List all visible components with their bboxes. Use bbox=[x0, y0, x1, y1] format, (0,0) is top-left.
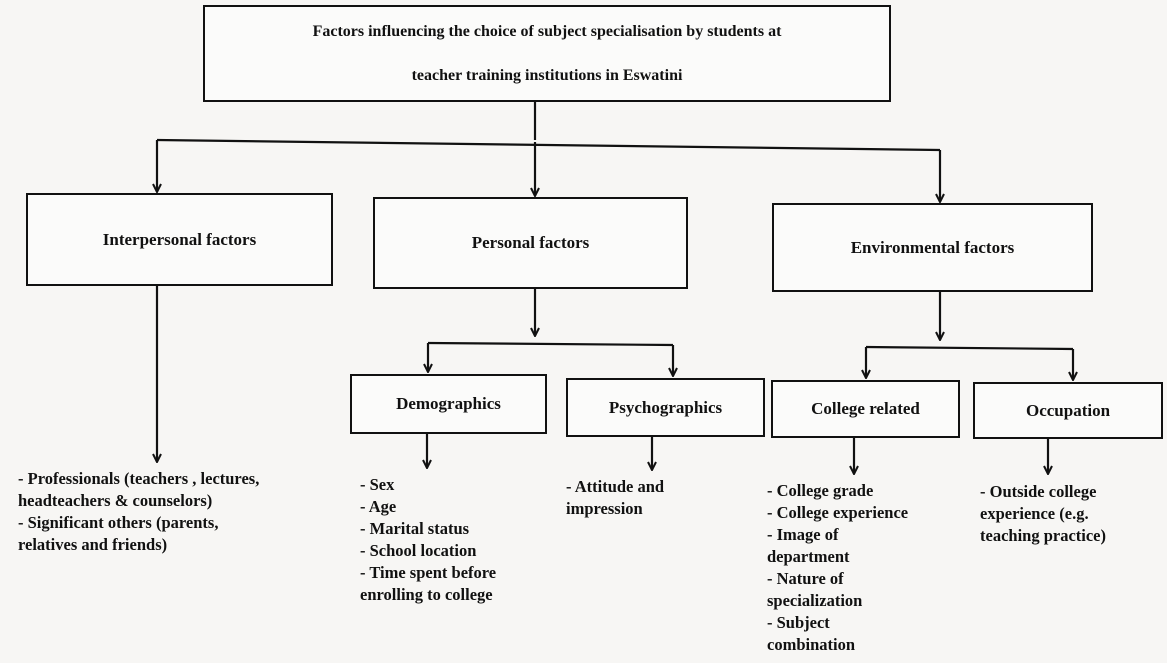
psychographics-label: Psychographics bbox=[608, 397, 723, 417]
occupation-label: Occupation bbox=[1025, 400, 1111, 420]
interpersonal-factors-label: Interpersonal factors bbox=[102, 229, 257, 249]
list-item: - Significant others (parents, bbox=[18, 513, 219, 532]
list-item: - Nature of bbox=[767, 569, 844, 588]
demographics-box: Demographics bbox=[350, 374, 547, 434]
list-item: impression bbox=[566, 499, 643, 518]
connector-top-branch bbox=[156, 138, 941, 152]
list-item: specialization bbox=[767, 591, 863, 610]
environmental-factors-label: Environmental factors bbox=[850, 237, 1015, 257]
college-related-box: College related bbox=[771, 380, 960, 438]
environmental-factors-box: Environmental factors bbox=[772, 203, 1093, 292]
list-item: - College grade bbox=[767, 481, 874, 500]
list-item: - Professionals (teachers , lectures, bbox=[18, 469, 260, 488]
list-item: - Image of bbox=[767, 525, 839, 544]
list-item: - Outside college bbox=[980, 482, 1097, 501]
title-line-1: Factors influencing the choice of subjec… bbox=[312, 22, 782, 40]
interpersonal-factors-list: - Professionals (teachers , lectures, he… bbox=[18, 468, 348, 556]
college-related-list: - College grade - College experience - I… bbox=[767, 480, 972, 656]
psychographics-list: - Attitude and impression bbox=[566, 476, 756, 520]
list-item: - Time spent before bbox=[360, 563, 497, 582]
list-item: enrolling to college bbox=[360, 585, 493, 604]
college-related-label: College related bbox=[811, 399, 920, 418]
personal-factors-label: Personal factors bbox=[471, 233, 590, 252]
list-item: combination bbox=[767, 635, 856, 654]
personal-factors-box: Personal factors bbox=[373, 197, 688, 289]
title-line-2: teacher training institutions in Eswatin… bbox=[411, 66, 683, 84]
demographics-list: - Sex - Age - Marital status - School lo… bbox=[360, 474, 560, 606]
interpersonal-factors-box: Interpersonal factors bbox=[26, 193, 333, 286]
list-item: experience (e.g. bbox=[980, 504, 1089, 523]
list-item: - Sex bbox=[360, 475, 395, 494]
list-item: - Age bbox=[360, 497, 397, 516]
list-item: - Attitude and bbox=[566, 477, 665, 496]
connector-environmental-branch bbox=[865, 345, 1074, 351]
demographics-label: Demographics bbox=[396, 394, 501, 413]
title-box: Factors influencing the choice of subjec… bbox=[203, 5, 891, 102]
occupation-list: - Outside college experience (e.g. teach… bbox=[980, 481, 1162, 547]
occupation-box: Occupation bbox=[973, 382, 1163, 439]
list-item: teaching practice) bbox=[980, 526, 1106, 545]
list-item: - Marital status bbox=[360, 519, 470, 538]
list-item: - College experience bbox=[767, 503, 909, 522]
list-item: headteachers & counselors) bbox=[18, 491, 213, 510]
list-item: relatives and friends) bbox=[18, 535, 168, 554]
connector-personal-branch bbox=[427, 341, 674, 347]
psychographics-box: Psychographics bbox=[566, 378, 765, 437]
list-item: - Subject bbox=[767, 613, 830, 632]
list-item: - School location bbox=[360, 541, 477, 560]
list-item: department bbox=[767, 547, 850, 566]
